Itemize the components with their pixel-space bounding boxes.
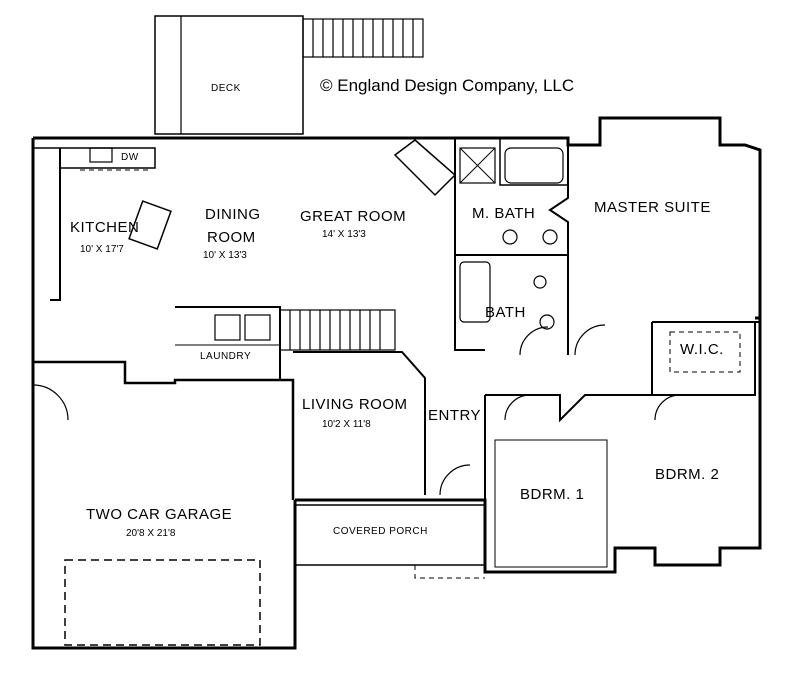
dryer xyxy=(244,314,271,341)
porch-step xyxy=(414,565,485,579)
bedroom1-label: BDRM. 1 xyxy=(520,486,585,503)
bedroom2-label: BDRM. 2 xyxy=(655,466,720,483)
door-bedroom1 xyxy=(504,394,531,421)
dining-label-line1: DINING xyxy=(205,206,261,223)
deck-outline xyxy=(154,15,304,135)
tub-bath xyxy=(459,261,491,323)
sink xyxy=(89,147,113,163)
laundry-walls xyxy=(175,306,281,380)
dining-label-line2: ROOM xyxy=(207,229,256,246)
garage-dimensions: 20'8 X 21'8 xyxy=(126,528,176,539)
bathtub xyxy=(504,147,564,184)
bath-sink xyxy=(539,314,555,330)
deck-stairs xyxy=(302,18,424,58)
fireplace xyxy=(393,139,457,197)
garage-door xyxy=(64,559,261,646)
toilet xyxy=(533,275,547,289)
kitchen-label: KITCHEN xyxy=(70,219,140,236)
laundry-label: LAUNDRY xyxy=(200,351,252,362)
windows xyxy=(200,117,715,573)
door-entry xyxy=(439,464,471,496)
porch-label: COVERED PORCH xyxy=(333,526,428,537)
bath-label: BATH xyxy=(485,304,526,321)
wic-room xyxy=(651,322,756,396)
lavatory-right xyxy=(542,229,558,245)
great-room-dimensions: 14' X 13'3 xyxy=(322,229,366,240)
bedroom1-inner xyxy=(494,439,608,568)
door-master xyxy=(574,324,606,356)
deck-label: DECK xyxy=(211,83,241,94)
door-garage xyxy=(32,384,69,421)
master-suite-wall xyxy=(548,138,569,255)
door-bedroom2 xyxy=(654,394,681,421)
living-room-walls xyxy=(293,351,426,495)
garage-wall xyxy=(33,360,295,500)
washer xyxy=(214,314,241,341)
hall-walls xyxy=(485,394,652,423)
garage-label: TWO CAR GARAGE xyxy=(86,506,233,523)
interior-stairs xyxy=(279,309,396,351)
shower xyxy=(459,147,496,184)
copyright-notice: © England Design Company, LLC xyxy=(320,76,575,95)
great-room-label: GREAT ROOM xyxy=(300,208,407,225)
dining-dimensions: 10' X 13'3 xyxy=(203,250,247,261)
porch-outline xyxy=(294,504,486,566)
closet-wic-shelf xyxy=(669,331,741,373)
dishwasher-label: DW xyxy=(121,152,139,163)
kitchen-island xyxy=(128,200,172,250)
bath-walls xyxy=(454,138,485,351)
living-room-label: LIVING ROOM xyxy=(302,396,408,413)
master-bath-wall xyxy=(499,138,568,186)
entry-label: ENTRY xyxy=(428,407,482,424)
kitchen-dimensions: 10' X 17'7 xyxy=(80,244,124,255)
wic-label: W.I.C. xyxy=(680,341,724,358)
living-room-dimensions: 10'2 X 11'8 xyxy=(322,419,371,430)
master-suite-label: MASTER SUITE xyxy=(594,199,711,216)
kitchen-wall xyxy=(50,148,61,301)
lavatory-left xyxy=(502,229,518,245)
door-bath xyxy=(519,326,549,356)
master-bath-label: M. BATH xyxy=(472,205,536,222)
